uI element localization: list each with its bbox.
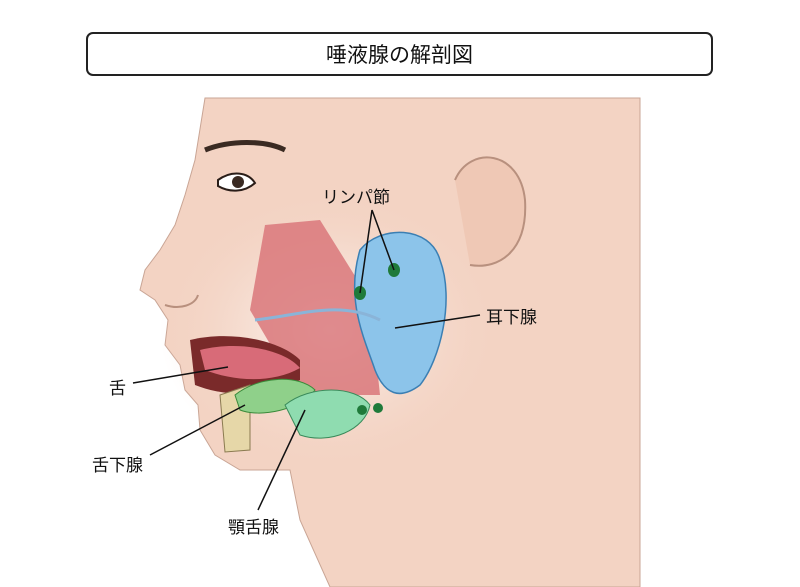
label-lymph-node: リンパ節	[322, 188, 390, 208]
diagram-title: 唾液腺の解剖図	[86, 32, 713, 76]
label-tongue: 舌	[109, 379, 126, 399]
parotid-gland	[353, 231, 447, 395]
lymph-node	[357, 405, 367, 415]
lymph-node	[373, 403, 383, 413]
label-submandibular-gland: 顎舌腺	[228, 518, 279, 538]
label-parotid-gland: 耳下腺	[486, 308, 537, 328]
ear	[454, 156, 527, 267]
label-sublingual-gland: 舌下腺	[92, 456, 143, 476]
eyebrow	[204, 140, 287, 153]
tongue	[200, 346, 300, 380]
leader-lines	[132, 209, 481, 511]
submandibular-gland	[284, 389, 371, 439]
